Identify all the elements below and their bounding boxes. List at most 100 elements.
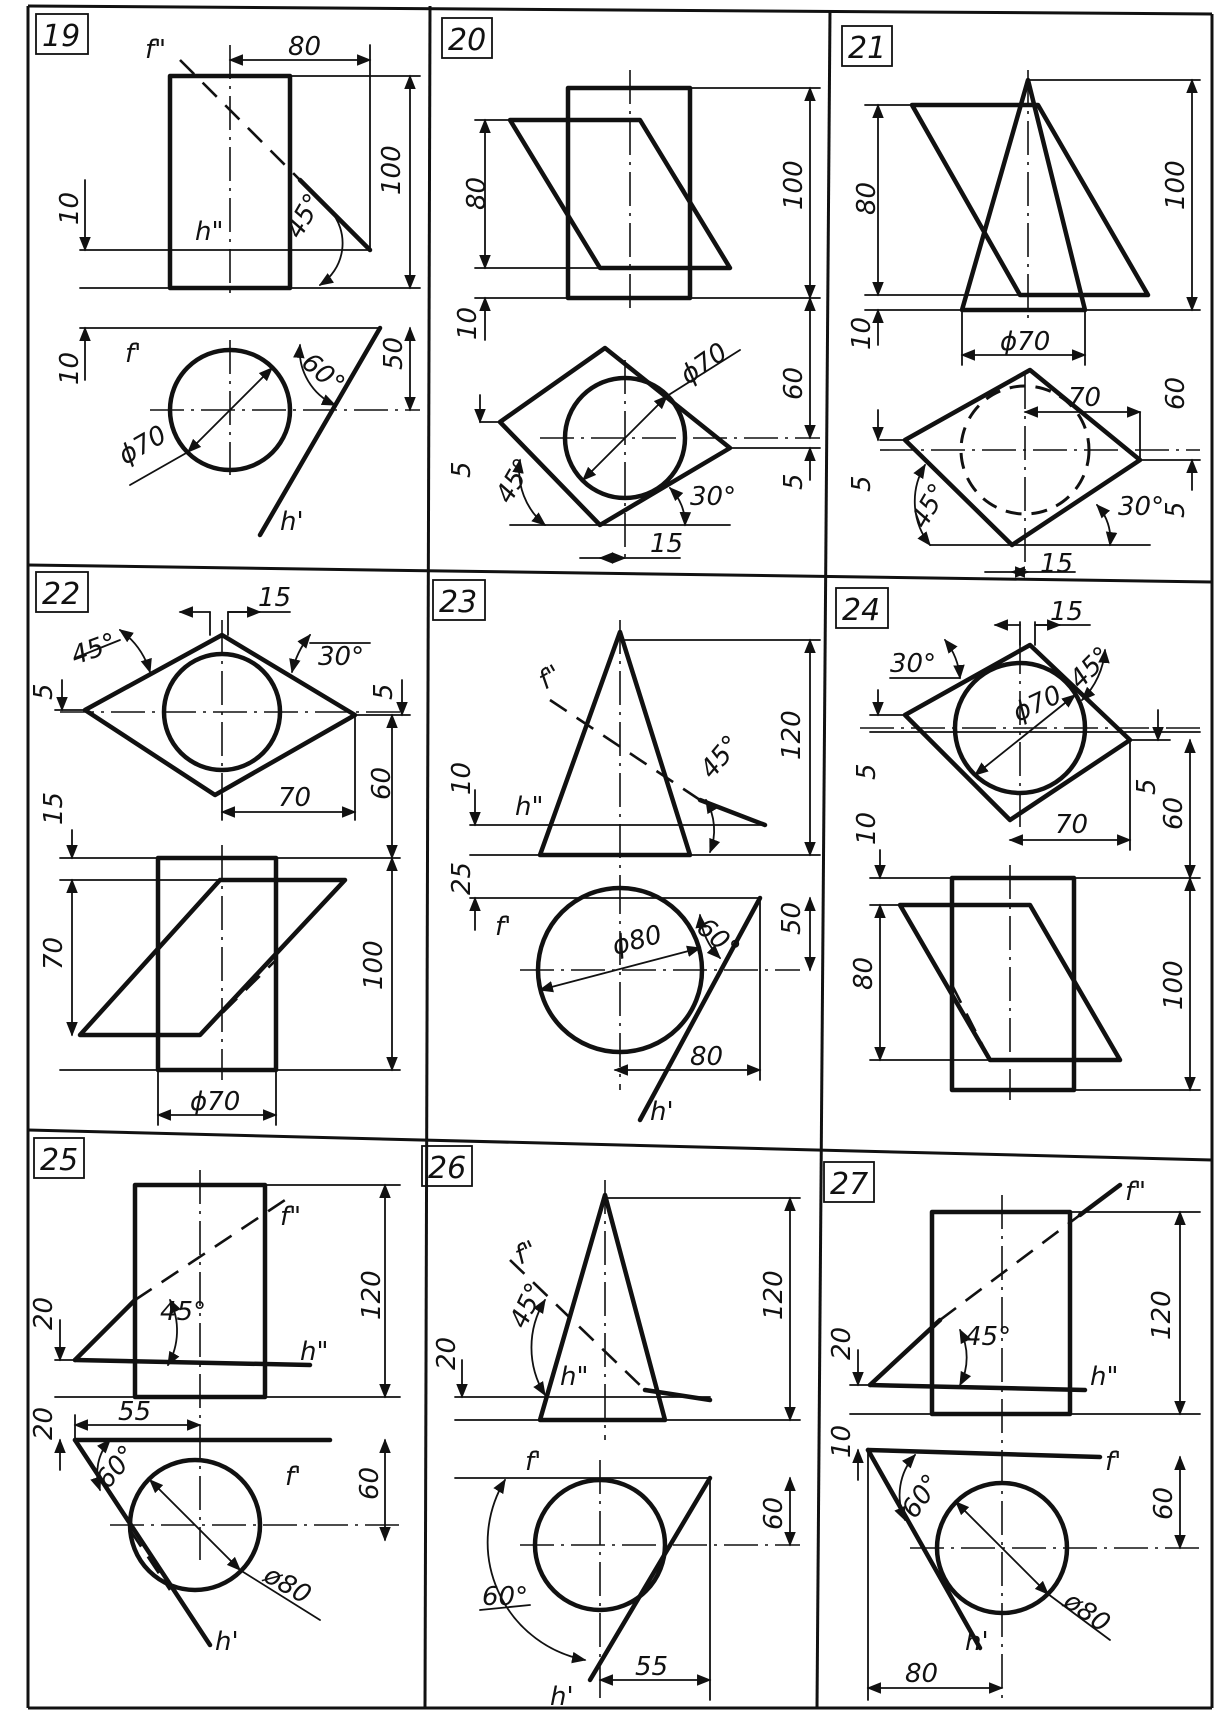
dim-label: 70 bbox=[278, 783, 311, 813]
panel-number-box bbox=[432, 579, 486, 621]
angle-label: 30° bbox=[318, 642, 364, 672]
grid-frame bbox=[26, 4, 1214, 1710]
panel-number-box bbox=[835, 587, 889, 629]
dim-label: 10 bbox=[852, 812, 882, 845]
dim-label: 15 bbox=[39, 792, 69, 825]
panel-number-box bbox=[841, 25, 893, 67]
panel-20: 20 80 100 10 60 5 5 15 45° bbox=[441, 17, 821, 564]
dim-label: 50 bbox=[379, 337, 409, 370]
diameter-label: ϕ70 bbox=[190, 1087, 240, 1117]
cone-front-view bbox=[959, 77, 1088, 313]
panel-24: 24 15 5 5 70 60 bbox=[835, 587, 1201, 1100]
dim-label: 60 bbox=[367, 767, 397, 800]
panel-number: 25 bbox=[40, 1143, 78, 1178]
panel-number-box bbox=[33, 1137, 85, 1179]
dim-label: 5 bbox=[847, 475, 877, 492]
panel-25: 25 f" h" f' h' 120 20 20 55 60 45° 60° bbox=[29, 1137, 401, 1657]
dim-label: 100 bbox=[359, 940, 389, 990]
angle-label: 45° bbox=[504, 1279, 551, 1333]
label-h-prime: h' bbox=[550, 1682, 574, 1712]
label-h-double-prime: h" bbox=[515, 792, 543, 822]
panel-number: 26 bbox=[428, 1151, 466, 1186]
label-h-double-prime: h" bbox=[300, 1337, 328, 1367]
angle-label: 45° bbox=[160, 1297, 206, 1327]
dim-label: 60 bbox=[759, 1497, 789, 1530]
dim-label: 60 bbox=[1149, 1487, 1179, 1520]
dim-label: 100 bbox=[779, 160, 809, 210]
angle-label: 30° bbox=[890, 649, 936, 679]
dim-label: 100 bbox=[1159, 960, 1189, 1010]
diameter-label: ø80 bbox=[1057, 1586, 1115, 1639]
angle-label: 45° bbox=[67, 628, 121, 672]
angle-label: 45° bbox=[905, 479, 954, 534]
panel-19: 19 f" h" f' h' 80 100 10 10 50 45° 60° ϕ… bbox=[35, 13, 421, 538]
angle-label: 30° bbox=[1118, 492, 1164, 522]
dim-label: 100 bbox=[377, 145, 407, 195]
dim-label: 5 bbox=[29, 683, 59, 700]
panel-27: 27 f" h" f' h' 120 20 10 60 80 45° 60° bbox=[823, 1161, 1201, 1701]
dim-label: 5 bbox=[1161, 501, 1191, 518]
dim-label: 55 bbox=[635, 1652, 668, 1682]
dim-label: 120 bbox=[357, 1270, 387, 1320]
panel-21: 21 80 100 10 60 5 5 15 70 bbox=[841, 25, 1201, 579]
label-h-prime: h' bbox=[650, 1097, 674, 1127]
dim-label: 20 bbox=[29, 1407, 59, 1440]
dim-label: 60 bbox=[355, 1467, 385, 1500]
cylinder-front-view bbox=[155, 855, 279, 1073]
dim-label: 80 bbox=[690, 1042, 723, 1072]
diameter-label: ø80 bbox=[258, 1560, 316, 1611]
dim-label: 5 bbox=[447, 461, 477, 478]
dim-label: 100 bbox=[1161, 160, 1191, 210]
angle-label: 45° bbox=[490, 454, 539, 509]
panel-number-box bbox=[441, 17, 493, 59]
dim-label: 15 bbox=[258, 583, 291, 613]
label-f-double-prime: f" bbox=[1125, 1177, 1146, 1207]
label-h-prime: h' bbox=[965, 1627, 989, 1657]
angle-label: 60° bbox=[482, 1582, 528, 1612]
dim-label: 5 bbox=[1132, 778, 1162, 795]
dim-label: 60 bbox=[1159, 797, 1189, 830]
dim-label: 20 bbox=[432, 1337, 462, 1370]
diameter-label: ϕ80 bbox=[609, 920, 665, 962]
dim-label: 80 bbox=[288, 32, 321, 62]
dim-label: 80 bbox=[905, 1659, 938, 1689]
panel-number: 24 bbox=[842, 593, 880, 628]
dim-label: 60 bbox=[779, 367, 809, 400]
panel-23: 23 f" h" f' h' 120 10 25 50 80 45° 60° ϕ… bbox=[432, 579, 821, 1127]
label-h-prime: h' bbox=[215, 1627, 239, 1657]
diameter-label: ϕ70 bbox=[1000, 327, 1050, 357]
panel-number: 22 bbox=[42, 577, 80, 612]
label-f-prime: f' bbox=[285, 1462, 301, 1492]
label-f-double-prime: f" bbox=[280, 1202, 301, 1232]
dim-label: 10 bbox=[447, 762, 477, 795]
dim-label: 5 bbox=[852, 763, 882, 780]
label-h-double-prime: h" bbox=[1090, 1362, 1118, 1392]
angle-label: 45° bbox=[965, 1322, 1011, 1352]
panel-number: 20 bbox=[448, 23, 486, 58]
dim-label: 80 bbox=[849, 957, 879, 990]
label-f-prime: f' bbox=[495, 912, 511, 942]
dim-label: 20 bbox=[29, 1297, 59, 1330]
panel-number: 21 bbox=[848, 31, 886, 66]
angle-label: 60° bbox=[691, 912, 746, 965]
dim-label: 55 bbox=[118, 1397, 151, 1427]
dim-label: 80 bbox=[462, 177, 492, 210]
dim-label: 120 bbox=[1147, 1290, 1177, 1340]
diameter-label: ϕ70 bbox=[1008, 680, 1066, 728]
dim-label: 120 bbox=[777, 710, 807, 760]
dim-label: 10 bbox=[827, 1425, 857, 1458]
dim-label: 60 bbox=[1161, 377, 1191, 410]
dim-label: 120 bbox=[759, 1270, 789, 1320]
dim-label: 70 bbox=[1068, 383, 1101, 413]
dim-label: 70 bbox=[39, 937, 69, 970]
dim-label: 70 bbox=[1055, 810, 1088, 840]
panel-number: 27 bbox=[830, 1167, 868, 1202]
diameter-label: ϕ70 bbox=[675, 337, 733, 390]
dim-label: 5 bbox=[369, 683, 399, 700]
dim-label: 50 bbox=[777, 902, 807, 935]
label-f-double-prime: f" bbox=[534, 660, 567, 697]
diameter-label: ϕ70 bbox=[114, 420, 173, 471]
panel-number: 23 bbox=[439, 585, 477, 620]
panel-number-box bbox=[421, 1145, 473, 1187]
